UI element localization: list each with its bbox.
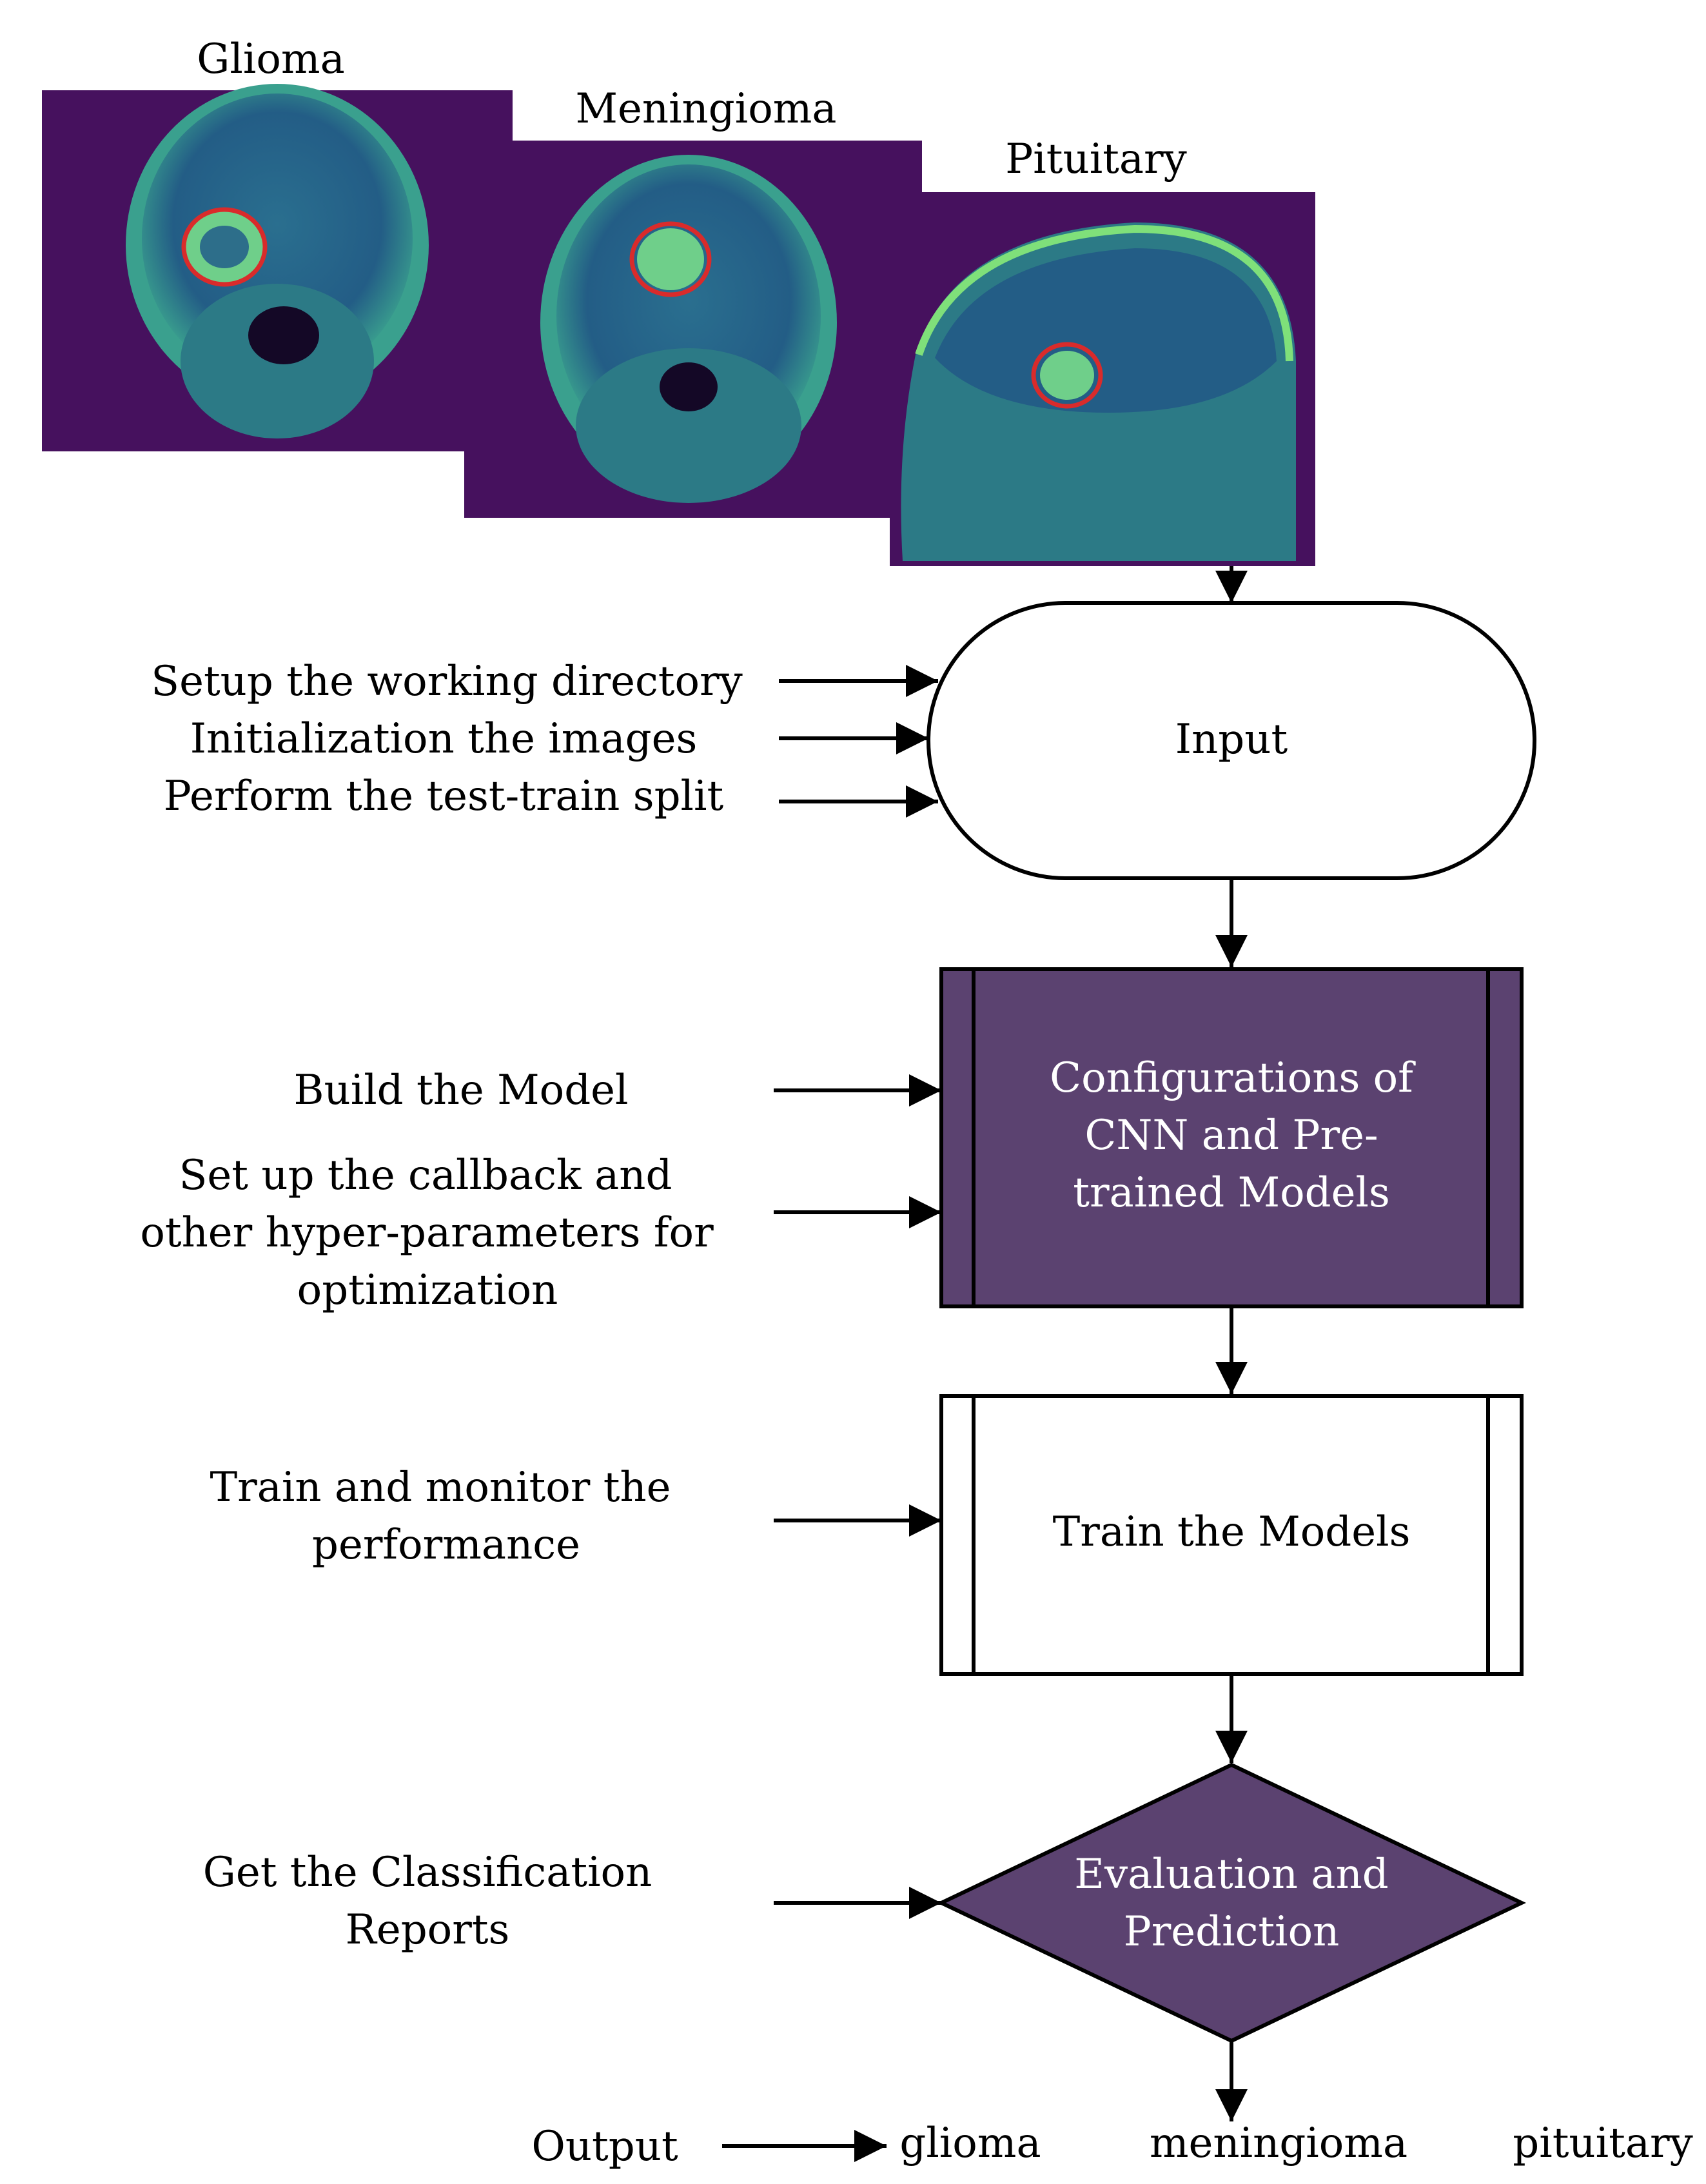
- input-step-3: Perform the test-train split: [164, 772, 724, 820]
- node-config-label-line-3: trained Models: [1073, 1169, 1390, 1217]
- config-step-1: Build the Model: [293, 1067, 628, 1114]
- node-config-label-line-1: Configurations of: [1050, 1054, 1416, 1102]
- tumor-marker-glioma: [181, 207, 268, 287]
- image-label-pituitary: Pituitary: [1005, 135, 1187, 183]
- config-step-2-line-3: optimization: [297, 1266, 558, 1314]
- output-class-meningioma: meningioma: [1150, 2120, 1407, 2167]
- image-label-meningioma: Meningioma: [575, 85, 836, 133]
- mri-image-meningioma: [464, 141, 922, 518]
- node-train: [939, 1394, 1524, 1676]
- node-eval: [937, 1762, 1526, 2043]
- image-label-glioma: Glioma: [197, 35, 344, 83]
- config-step-2-line-2: other hyper-parameters for: [140, 1209, 714, 1257]
- mri-image-glioma: [42, 84, 513, 451]
- train-step-line-2: performance: [312, 1521, 580, 1569]
- output-class-glioma: glioma: [899, 2120, 1041, 2167]
- node-config-label-line-2: CNN and Pre-: [1084, 1112, 1378, 1159]
- mri-image-pituitary: [890, 192, 1315, 566]
- input-step-1: Setup the working directory: [151, 658, 743, 705]
- output-class-pituitary: pituitary: [1513, 2120, 1692, 2167]
- config-step-2-line-1: Set up the callback and: [179, 1152, 672, 1199]
- node-eval-label-line-1: Evaluation and: [1074, 1851, 1389, 1898]
- node-input-label: Input: [1175, 716, 1288, 763]
- input-step-2: Initialization the images: [190, 715, 698, 763]
- train-step-line-1: Train and monitor the: [210, 1464, 671, 1511]
- node-train-label: Train the Models: [1053, 1508, 1411, 1556]
- node-config: [939, 967, 1524, 1308]
- output-label: Output: [531, 2123, 678, 2170]
- node-eval-label-line-2: Prediction: [1124, 1908, 1340, 1956]
- eval-step-line-2: Reports: [346, 1906, 510, 1954]
- eval-step-line-1: Get the Classification: [203, 1849, 652, 1896]
- tumor-marker-meningioma: [629, 221, 712, 297]
- tumor-marker-pituitary: [1031, 342, 1103, 409]
- node-input: [927, 601, 1536, 880]
